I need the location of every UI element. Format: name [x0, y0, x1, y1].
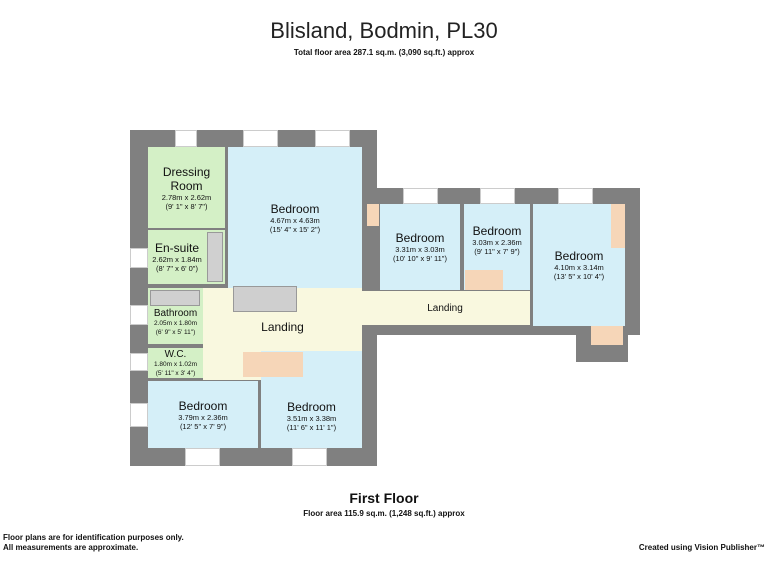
- cupboard: [243, 352, 303, 377]
- wardrobe: [611, 204, 625, 248]
- window: [292, 448, 327, 466]
- plan-title: Blisland, Bodmin, PL30: [270, 18, 498, 43]
- room-name: Bedroom: [287, 399, 336, 414]
- room-ensuite: En-suite 2.62m x 1.84m (8' 7" x 6' 0"): [148, 230, 206, 284]
- landing-label: Landing: [427, 302, 463, 314]
- room-bedroom-main: Bedroom 4.67m x 4.63m (15' 4" x 15' 2"): [228, 147, 362, 288]
- wardrobe: [367, 204, 379, 226]
- shower-icon: [207, 232, 223, 282]
- room-metric: 4.10m x 3.14m: [554, 263, 604, 272]
- window: [130, 248, 148, 268]
- window: [480, 188, 515, 204]
- disclaimer-line-1: Floor plans are for identification purpo…: [3, 533, 184, 542]
- room-imperial: (12' 5" x 7' 9"): [179, 421, 227, 431]
- room-imperial: (15' 4" x 15' 2"): [269, 224, 321, 234]
- window: [558, 188, 593, 204]
- room-imperial: (9' 11" x 7' 9"): [474, 247, 520, 256]
- room-metric: 3.79m x 2.36m: [178, 412, 228, 422]
- window: [175, 130, 197, 147]
- room-name: Bedroom: [472, 224, 522, 238]
- room-name: Bedroom: [554, 249, 604, 263]
- room-metric: 3.03m x 2.36m: [472, 238, 522, 247]
- landing-corridor: Landing: [360, 291, 530, 325]
- window: [243, 130, 278, 147]
- room-imperial: (10' 10" x 9' 11"): [393, 254, 447, 263]
- landing-label: Landing: [261, 320, 304, 334]
- room-name: Dressing: [162, 164, 211, 179]
- room-metric: 2.62m x 1.84m: [152, 255, 202, 264]
- room-metric: 2.05m x 1.80m: [154, 319, 197, 327]
- room-imperial: (9' 1" x 8' 7"): [165, 201, 208, 211]
- window: [185, 448, 220, 466]
- credit: Created using Vision Publisher™: [638, 543, 765, 552]
- floor-area: Floor area 115.9 sq.m. (1,248 sq.ft.) ap…: [303, 509, 465, 518]
- staircase-icon: [233, 286, 297, 312]
- room-imperial: (8' 7" x 6' 0"): [156, 264, 198, 273]
- room-name: Bedroom: [270, 201, 320, 216]
- room-metric: 4.67m x 4.63m: [270, 215, 320, 225]
- room-metric: 2.78m x 2.62m: [161, 192, 212, 202]
- window: [403, 188, 438, 204]
- window: [130, 305, 148, 325]
- wardrobe: [465, 270, 503, 290]
- room-bedroom-2: Bedroom 3.31m x 3.03m (10' 10" x 9' 11"): [380, 204, 460, 290]
- room-name: Bathroom: [153, 307, 198, 319]
- room-bedroom-4: Bedroom 4.10m x 3.14m (13' 5" x 10' 4"): [533, 204, 625, 326]
- disclaimer-line-2: All measurements are approximate.: [3, 543, 139, 552]
- room-metric: 3.31m x 3.03m: [395, 245, 445, 254]
- room-name: W.C.: [164, 348, 187, 360]
- room-imperial: (11' 6" x 11' 1"): [286, 422, 337, 432]
- room-imperial: (6' 9" x 5' 11"): [155, 328, 196, 336]
- floor-name: First Floor: [349, 490, 419, 506]
- room-dressing: Dressing Room 2.78m x 2.62m (9' 1" x 8' …: [148, 147, 225, 228]
- room-name: Room: [170, 178, 203, 193]
- window: [315, 130, 350, 147]
- room-bedroom-5: Bedroom 3.79m x 2.36m (12' 5" x 7' 9"): [148, 381, 258, 448]
- room-metric: 3.51m x 3.38m: [286, 413, 337, 423]
- room-metric: 1.80m x 1.02m: [154, 360, 197, 368]
- room-name: Bedroom: [395, 231, 445, 245]
- total-area: Total floor area 287.1 sq.m. (3,090 sq.f…: [293, 48, 475, 57]
- room-wc: W.C. 1.80m x 1.02m (5' 11" x 3' 4"): [148, 348, 203, 378]
- window: [130, 353, 148, 371]
- room-imperial: (13' 5" x 10' 4"): [553, 272, 605, 281]
- window: [130, 403, 148, 427]
- room-name: En-suite: [154, 241, 200, 255]
- bath-icon: [150, 290, 200, 306]
- wardrobe: [591, 326, 623, 345]
- room-imperial: (5' 11" x 3' 4"): [155, 369, 196, 377]
- room-name: Bedroom: [178, 398, 228, 413]
